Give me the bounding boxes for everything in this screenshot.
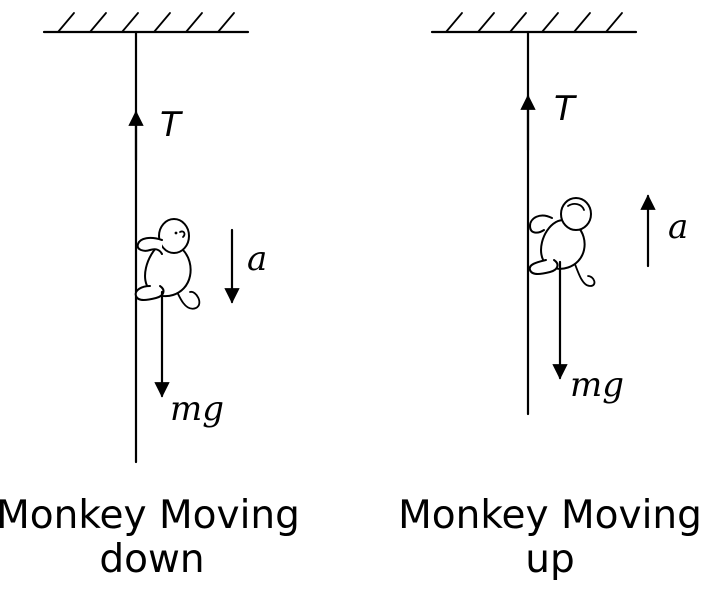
acceleration-label-right: a (668, 207, 688, 247)
ceiling-support-left (42, 12, 250, 34)
monkey-figure-left (134, 218, 201, 310)
tension-label-right: T (554, 89, 577, 129)
monkey-figure-right (528, 197, 596, 287)
acceleration-label-left: a (247, 239, 267, 279)
caption-left-line1: Monkey Moving (0, 493, 300, 538)
caption-right-line1: Monkey Moving (398, 493, 702, 538)
ceiling-support-right (430, 12, 638, 34)
panel-monkey-moving-up: T a mg Monkey Moving up (398, 12, 702, 582)
weight-label-right: mg (570, 365, 624, 405)
tension-label-left: T (160, 105, 183, 145)
caption-left-line2: down (99, 537, 204, 582)
caption-right-line2: up (525, 537, 574, 582)
panel-monkey-moving-down: T a mg Monkey Moving down (0, 12, 300, 582)
weight-label-left: mg (170, 389, 224, 429)
